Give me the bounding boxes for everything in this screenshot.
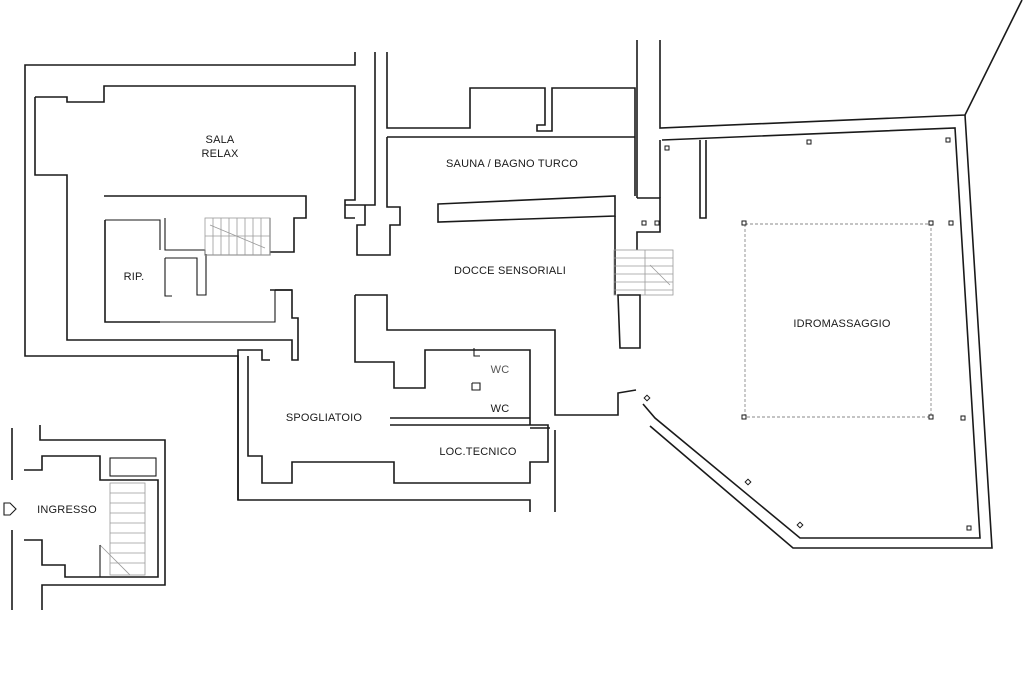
docce-walls bbox=[237, 289, 637, 512]
room-label-ingresso: INGRESSO bbox=[37, 504, 97, 516]
idromassaggio-walls bbox=[641, 0, 1023, 549]
room-label-sauna: SAUNA / BAGNO TURCO bbox=[446, 158, 578, 170]
room-label-idromassaggio: IDROMASSAGGIO bbox=[793, 318, 891, 330]
room-label-ripostiglio: RIP. bbox=[124, 271, 145, 283]
room-label-wc-upper: WC bbox=[491, 364, 510, 376]
room-label-docce: DOCCE SENSORIALI bbox=[454, 265, 566, 277]
ingresso-walls bbox=[11, 425, 166, 610]
sauna-walls bbox=[345, 40, 661, 256]
hot-tub-outline bbox=[744, 223, 932, 418]
sala-relax-stair bbox=[164, 217, 271, 256]
sala-relax-walls bbox=[24, 52, 531, 512]
room-label-loc-tecnico: LOC.TECNICO bbox=[439, 446, 517, 458]
entrance-arrow-icon bbox=[3, 502, 17, 516]
room-label-sala-relax-1: SALA bbox=[206, 134, 235, 146]
room-label-spogliatoio: SPOGLIATOIO bbox=[286, 412, 363, 424]
room-label-wc-lower: WC bbox=[491, 403, 510, 415]
docce-stair bbox=[613, 249, 674, 349]
room-label-sala-relax-2: RELAX bbox=[201, 148, 239, 160]
